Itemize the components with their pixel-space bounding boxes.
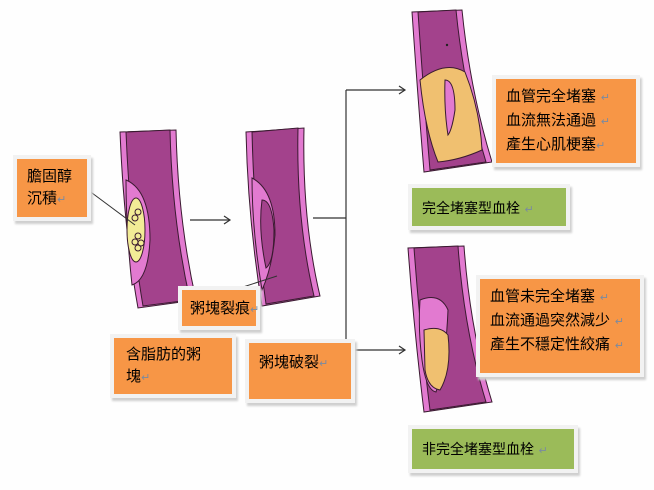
label-line: 沉積 [27,189,58,207]
pointer-line [87,189,136,226]
paragraph-mark: ↵ [596,139,606,152]
title-text: 完全堵塞型血栓 [422,201,520,217]
outcome-line: 血流通過突然減少 [490,311,611,329]
title-text: 非完全堵塞型血栓 [422,442,534,458]
paragraph-mark: ↵ [614,315,625,328]
partial-occlusion-outcome: 血管未完全堵塞 ↵ 血流通過突然減少 ↵ 產生不穩定性絞痛 ↵ [476,275,644,377]
paragraph-mark: ↵ [524,203,534,216]
label-line: 塊 [126,367,142,385]
paragraph-mark: ↵ [600,115,611,128]
complete-occlusion-title: 完全堵塞型血栓 ↵ [408,184,570,230]
outcome-line: 血管未完全堵塞 [490,287,596,305]
partial-occlusion-title: 非完全堵塞型血栓 ↵ [408,425,578,473]
outcome-line: 產生心肌梗塞 [506,135,597,153]
label-plaque-rupture: 粥塊破裂↵ [245,339,355,403]
branch-arrows [313,85,407,355]
label-line: 含脂肪的粥 [126,345,202,363]
cholesterol-plaque [126,197,146,263]
artery-partial-occlusion [407,245,493,413]
arrow-right [190,215,232,225]
artery-plaque-crack [245,127,321,307]
label-fatty-plaque: 含脂肪的粥 塊↵ [110,334,236,398]
artery-cholesterol-deposit [119,129,197,309]
paragraph-mark: ↵ [599,291,610,304]
clot [423,327,450,391]
paragraph-mark: ↵ [57,193,67,206]
label-text: 粥塊破裂 [259,353,320,371]
label-plaque-crack: 粥塊裂痕↵ [178,286,260,330]
paragraph-mark: ↵ [614,339,625,352]
outcome-line: 產生不穩定性絞痛 [490,335,611,353]
paragraph-mark: ↵ [141,371,151,384]
outcome-line: 血流無法通過 [506,111,597,129]
paragraph-mark: ↵ [538,444,548,457]
outcome-line: 血管完全堵塞 [506,87,597,105]
complete-occlusion-outcome: 血管完全堵塞 ↵ 血流無法通過 ↵ 產生心肌梗塞↵ [492,75,640,167]
label-cholesterol-deposit: 膽固醇 沉積↵ [13,155,91,221]
artery-complete-occlusion [411,9,493,173]
label-line: 膽固醇 [27,167,73,185]
paragraph-mark: ↵ [319,357,329,370]
paragraph-mark: ↵ [250,303,260,316]
paragraph-mark: ↵ [600,91,611,104]
label-text: 粥塊裂痕 [190,299,251,317]
